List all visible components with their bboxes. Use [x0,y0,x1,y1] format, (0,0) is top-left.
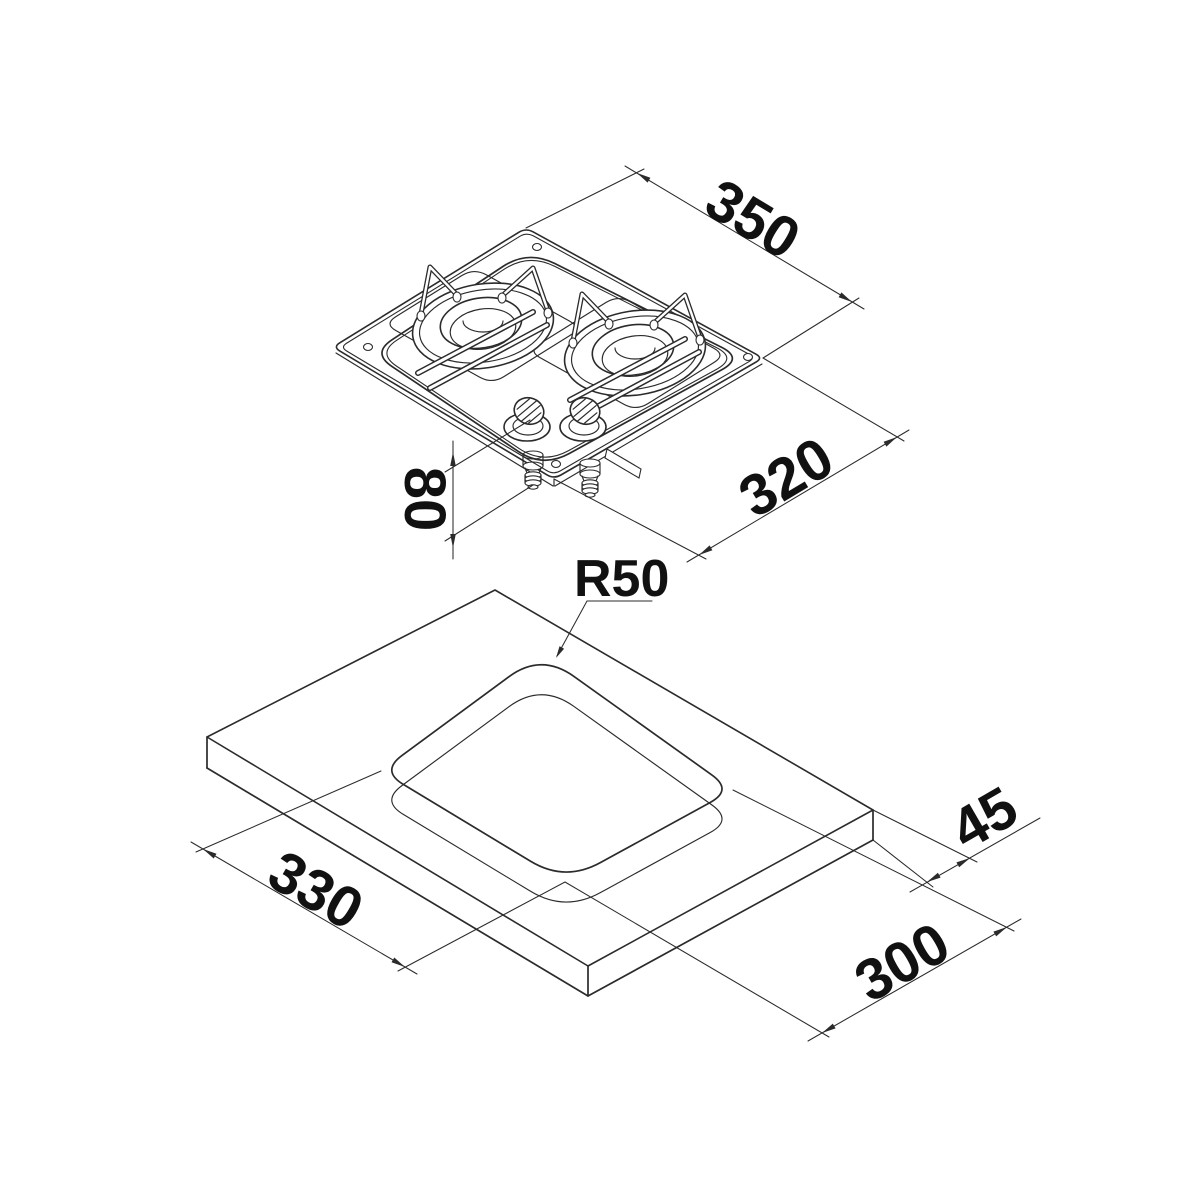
cutout-width-label: 330 [258,838,374,943]
dimension-hob-height: 80 [392,419,534,560]
worktop-thickness-label: 45 [940,774,1028,863]
hob-width-label: 350 [695,167,811,273]
arrowhead [203,849,217,859]
arrowhead [637,173,651,183]
arrowhead [883,437,897,447]
control-knob-left [503,396,551,442]
burner-right [563,291,707,418]
arrowhead [391,957,405,967]
hob-recess-tray [381,256,734,462]
hob-plate-inner-edge [342,233,753,474]
hob-recess-tray-inner [386,259,728,458]
arrowhead [822,1023,836,1033]
dimension-cutout-radius: R50 [556,550,669,658]
pan-support-left [418,264,551,317]
arrowhead [927,872,941,882]
corner-screws [362,242,754,469]
hob-depth-label: 320 [728,425,844,531]
arrowhead [993,927,1007,937]
arrowhead [838,292,852,302]
burner-left [411,264,555,391]
control-knob-right [559,396,607,442]
cutout-radius-label: R50 [574,550,669,608]
arrowhead [450,534,456,548]
mounting-bracket [604,448,642,479]
worktop-vertical-edges [206,736,874,997]
worktop-slab [206,589,874,997]
gas-fitting-right [579,458,601,498]
burner-recess-right [533,297,721,409]
arrowhead [699,545,713,555]
pan-support-right [570,291,703,344]
cutout-depth-label: 300 [844,910,960,1015]
gas-hob [335,229,763,498]
cutout-opening [390,664,723,873]
hob-height-label: 80 [392,467,457,532]
arrowhead [956,858,970,868]
arrowhead [556,646,565,658]
worktop-bottom-edges [206,767,874,997]
arrowhead [450,452,456,466]
hob-plate [335,229,761,478]
dimension-worktop-thickness: 45 [872,774,1041,893]
cutout-bottom-edge [391,694,723,903]
